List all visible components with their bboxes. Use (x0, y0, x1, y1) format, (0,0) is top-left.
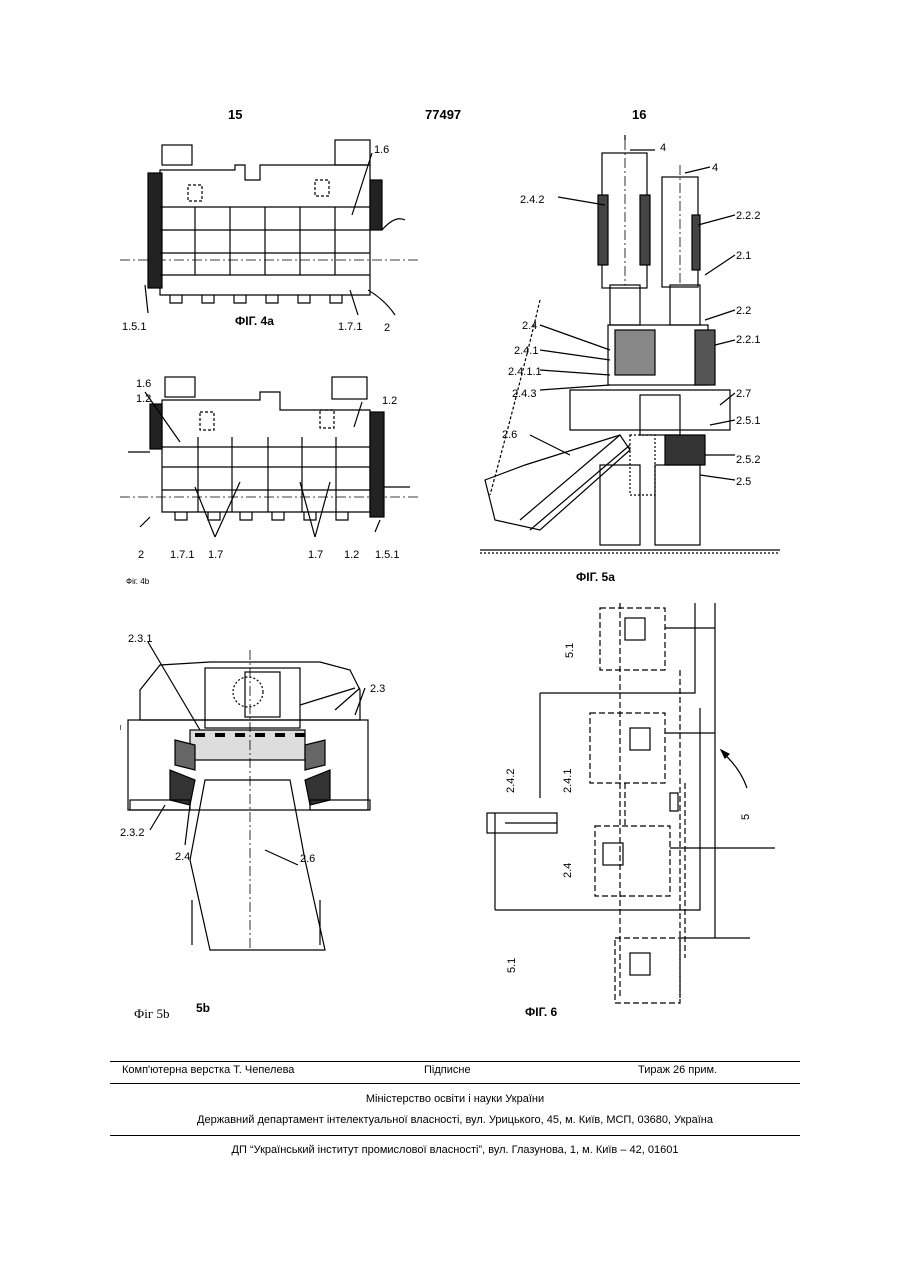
label-2-4-1: 2.4.1 (562, 769, 574, 793)
figure-5b: 2.3.1 2.3 2.3.2 2.4 2.6 Фіг 5b 5b (120, 630, 400, 1025)
figure-4b-caption: Фіг. 4b (126, 577, 150, 586)
figure-6-drawing: 5.1 2.4.2 2.4.1 2.4 5 5.1 ФІГ. 6 (485, 598, 775, 1023)
figure-4a-caption: ФІГ. 4а (235, 314, 274, 328)
label-2-4: 2.4 (522, 320, 537, 332)
label-1-6: 1.6 (374, 144, 389, 156)
label-2-3-1: 2.3.1 (128, 633, 152, 645)
footer-circulation: Тираж 26 прим. (638, 1064, 717, 1076)
label-2-5: 2.5 (736, 476, 751, 488)
label-2: 2 (138, 549, 144, 561)
patent-number: 77497 (425, 107, 461, 122)
label-1-7-b: 1.7 (308, 549, 323, 561)
label-2-6: 2.6 (502, 429, 517, 441)
footer-signed: Підписне (424, 1064, 471, 1076)
label-4-a: 4 (660, 142, 666, 154)
label-2-2: 2.2 (736, 305, 751, 317)
label-2-2-2: 2.2.2 (736, 210, 760, 222)
label-5-1-bottom: 5.1 (506, 958, 518, 973)
footer-rule-top (110, 1061, 800, 1062)
label-1-2-bottom: 1.2 (344, 549, 359, 561)
label-2-5-1: 2.5.1 (736, 415, 760, 427)
figure-4a: 1.6 1.5.1 1.7.1 2 ФІГ. 4а (120, 135, 420, 340)
footer-ministry: Міністерство освіти і науки України (110, 1093, 800, 1105)
label-2-4-1-1: 2.4.1.1 (508, 366, 542, 378)
label-1-5-1: 1.5.1 (375, 549, 399, 561)
footer-department: Державний департамент інтелектуальної вл… (110, 1114, 800, 1126)
figure-5a-drawing: 4 4 2.4.2 2.2.2 2.1 2.2 2.4 2.2.1 2.4.1 … (480, 135, 780, 590)
label-4-b: 4 (712, 162, 718, 174)
footer-typesetting: Комп'ютерна верстка Т. Чепелева (122, 1064, 294, 1076)
label-2-3: 2.3 (370, 683, 385, 695)
figure-5a-caption: ФІГ. 5а (576, 570, 615, 584)
label-2-1: 2.1 (736, 250, 751, 262)
figure-4b-drawing: 1.6 1.2 1.2 2 1.7.1 1.7 1.7 1.2 1.5.1 Фі… (120, 372, 420, 592)
label-2-5-2: 2.5.2 (736, 454, 760, 466)
page-number-left: 15 (228, 107, 242, 122)
footer-rule-bottom (110, 1135, 800, 1136)
figure-5b-caption: Фіг 5b (134, 1006, 169, 1021)
figure-6: 5.1 2.4.2 2.4.1 2.4 5 5.1 ФІГ. 6 (485, 598, 775, 1023)
label-2: 2 (384, 322, 390, 334)
label-1-6: 1.6 (136, 378, 151, 390)
label-2-2-1: 2.2.1 (736, 334, 760, 346)
label-2-3-2: 2.3.2 (120, 827, 144, 839)
label-2-6: 2.6 (300, 853, 315, 865)
label-1-7-1: 1.7.1 (338, 321, 362, 333)
figure-5a: 4 4 2.4.2 2.2.2 2.1 2.2 2.4 2.2.1 2.4.1 … (480, 135, 780, 590)
label-2-4: 2.4 (175, 851, 190, 863)
figure-6-caption: ФІГ. 6 (525, 1005, 558, 1019)
label-2-4: 2.4 (562, 863, 574, 878)
label-2-4-1: 2.4.1 (514, 345, 538, 357)
label-5-1-top: 5.1 (564, 643, 576, 658)
figure-5b-drawing: 2.3.1 2.3 2.3.2 2.4 2.6 Фіг 5b 5b (120, 630, 400, 1025)
figure-5b-caption-number: 5b (196, 1001, 210, 1015)
label-1-2-left: 1.2 (136, 393, 151, 405)
figure-4a-drawing: 1.6 1.5.1 1.7.1 2 ФІГ. 4а (120, 135, 420, 340)
label-2-4-2: 2.4.2 (520, 194, 544, 206)
footer-rule-middle (110, 1083, 800, 1084)
label-5: 5 (740, 814, 752, 820)
label-2-4-2: 2.4.2 (505, 769, 517, 793)
footer-institute: ДП “Український інститут промислової вла… (110, 1144, 800, 1156)
figure-4b: 1.6 1.2 1.2 2 1.7.1 1.7 1.7 1.2 1.5.1 Фі… (120, 372, 420, 592)
page-number-right: 16 (632, 107, 646, 122)
label-1-5-1: 1.5.1 (122, 321, 146, 333)
label-1-7-1: 1.7.1 (170, 549, 194, 561)
label-1-7-a: 1.7 (208, 549, 223, 561)
label-2-7: 2.7 (736, 388, 751, 400)
label-2-4-3: 2.4.3 (512, 388, 536, 400)
label-1-2-right: 1.2 (382, 395, 397, 407)
